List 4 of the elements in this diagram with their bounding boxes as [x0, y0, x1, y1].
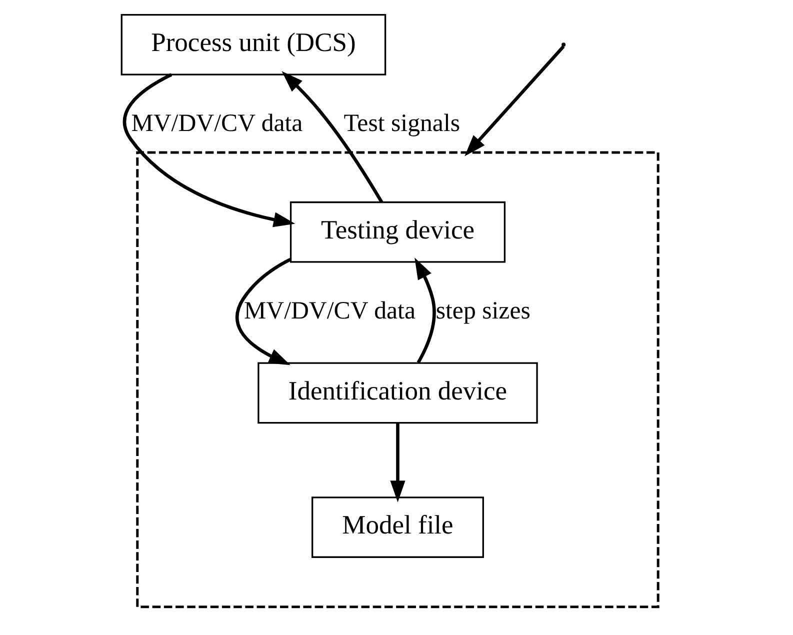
edge-label: Test signals	[344, 110, 460, 137]
edge-label: MV/DV/CV data	[131, 110, 303, 137]
edge-label: MV/DV/CV data	[244, 297, 416, 324]
edge-label: step sizes	[436, 297, 530, 324]
